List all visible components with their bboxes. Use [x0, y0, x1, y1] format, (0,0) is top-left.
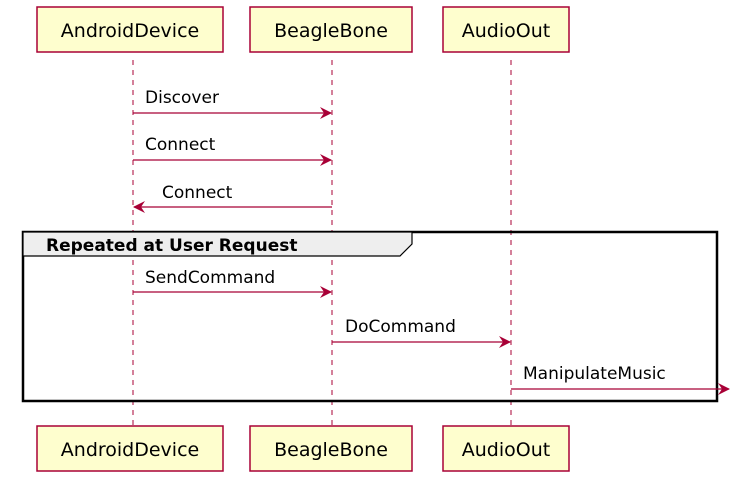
- message-label: Connect: [162, 183, 233, 203]
- message-discover: Discover: [133, 88, 332, 119]
- participant-label: BeagleBone: [274, 20, 388, 42]
- participant-beaglebone-bottom: BeagleBone: [249, 425, 413, 472]
- participant-label: AudioOut: [462, 439, 550, 461]
- message-manipulate-music: ManipulateMusic: [511, 364, 730, 395]
- participant-android-device-bottom: AndroidDevice: [36, 425, 224, 472]
- message-connect-request: Connect: [133, 135, 332, 166]
- participant-android-device-top: AndroidDevice: [36, 6, 224, 53]
- message-do-command: DoCommand: [332, 317, 511, 348]
- participant-label: AndroidDevice: [61, 439, 199, 461]
- message-label: DoCommand: [345, 317, 456, 337]
- group-frame: Repeated at User Request: [21, 230, 719, 403]
- participant-audio-out-top: AudioOut: [442, 6, 570, 53]
- group-label: Repeated at User Request: [46, 236, 297, 256]
- participant-label: BeagleBone: [274, 439, 388, 461]
- message-connect-reply: Connect: [133, 183, 332, 213]
- message-label: Connect: [145, 135, 216, 155]
- participant-label: AudioOut: [462, 20, 550, 42]
- message-send-command: SendCommand: [133, 268, 332, 298]
- message-label: SendCommand: [145, 268, 275, 288]
- participant-beaglebone-top: BeagleBone: [249, 6, 413, 53]
- message-label: Discover: [145, 88, 219, 108]
- message-label: ManipulateMusic: [523, 364, 666, 384]
- participant-audio-out-bottom: AudioOut: [442, 425, 570, 472]
- participant-label: AndroidDevice: [61, 20, 199, 42]
